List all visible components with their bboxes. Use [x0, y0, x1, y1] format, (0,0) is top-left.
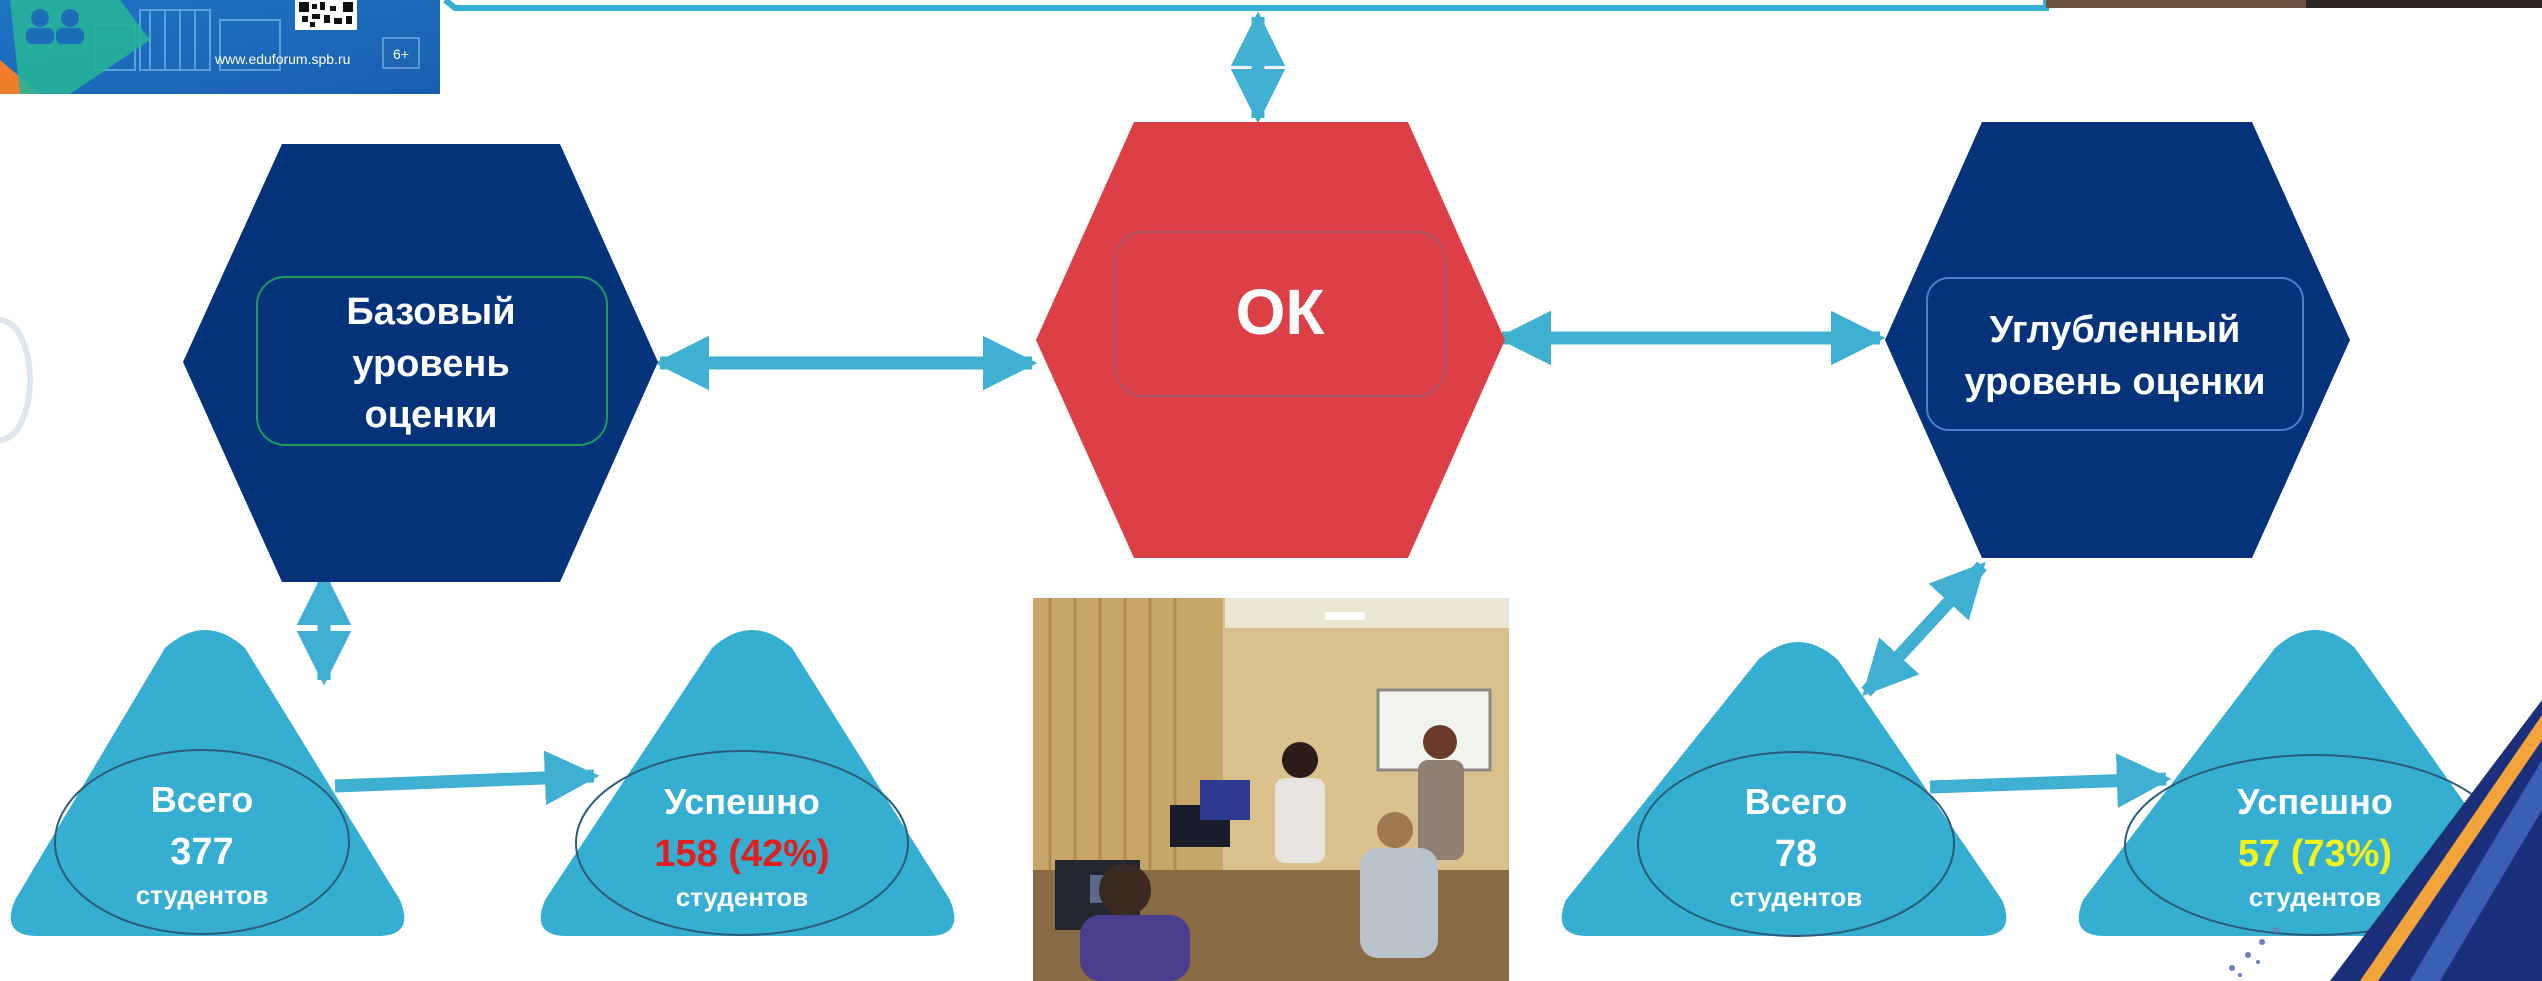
- left-edge-circle: [0, 317, 33, 443]
- stat-basic-success-value: 158 (42%): [654, 833, 829, 875]
- arrow-advanced-total-to-success: [1929, 753, 2172, 808]
- stat-advanced-total: Всего 78 студентов: [1561, 642, 2007, 937]
- hexagon-basic-line-2: уровень: [352, 343, 509, 385]
- hexagon-basic-line-1: Базовый: [346, 291, 515, 333]
- top-frame: [443, 0, 2542, 11]
- arrow-basic-total-to-success: [334, 750, 600, 806]
- connector-arrows: [296, 11, 2172, 808]
- arrow-advanced-to-total: [1861, 561, 1987, 697]
- hexagon-advanced: Углубленный уровень оценки: [1885, 122, 2350, 558]
- hexagon-center: ОК: [1036, 122, 1505, 558]
- stat-advanced-total-unit: студентов: [1730, 882, 1863, 912]
- stat-advanced-success-unit: студентов: [2249, 882, 2382, 912]
- stat-advanced-success-title: Успешно: [2237, 781, 2393, 822]
- stat-basic-success-unit: студентов: [676, 882, 809, 912]
- stat-basic-total-value: 377: [170, 831, 233, 873]
- stat-basic-success-title: Успешно: [664, 781, 820, 822]
- stat-basic-total-ellipse: [54, 749, 350, 935]
- people-icon: [26, 9, 84, 44]
- stat-basic-total-unit: студентов: [136, 880, 269, 910]
- stat-advanced-total-value: 78: [1775, 833, 1817, 875]
- corner-decoration: [2229, 700, 2542, 981]
- stat-advanced-total-ellipse: [1637, 751, 1955, 937]
- hexagon-advanced-line-1: Углубленный: [1990, 309, 2241, 351]
- banner-url[interactable]: www.eduforum.spb.ru: [214, 51, 350, 67]
- stat-basic-success: Успешно 158 (42%) студентов: [540, 630, 955, 936]
- advanced-label-frame: [1926, 277, 2304, 431]
- hexagon-advanced-line-2: уровень оценки: [1965, 361, 2266, 403]
- stat-advanced-total-title: Всего: [1745, 781, 1848, 822]
- stat-advanced-success-value: 57 (73%): [2238, 833, 2392, 875]
- hexagon-basic: Базовый уровень оценки: [183, 144, 658, 582]
- age-rating-badge: 6+: [393, 46, 409, 62]
- classroom-photo: [1033, 598, 1509, 981]
- stat-basic-success-ellipse: [575, 750, 909, 936]
- stat-basic-total: Всего 377 студентов: [10, 630, 405, 936]
- center-label-frame: [1114, 231, 1446, 397]
- basic-label-frame: [256, 276, 608, 446]
- stat-basic-total-title: Всего: [151, 779, 254, 820]
- hexagon-center-label: ОК: [1236, 276, 1326, 348]
- qr-code: [295, 0, 357, 30]
- event-banner: www.eduforum.spb.ru 6+: [0, 0, 440, 94]
- hexagon-basic-line-3: оценки: [364, 394, 497, 436]
